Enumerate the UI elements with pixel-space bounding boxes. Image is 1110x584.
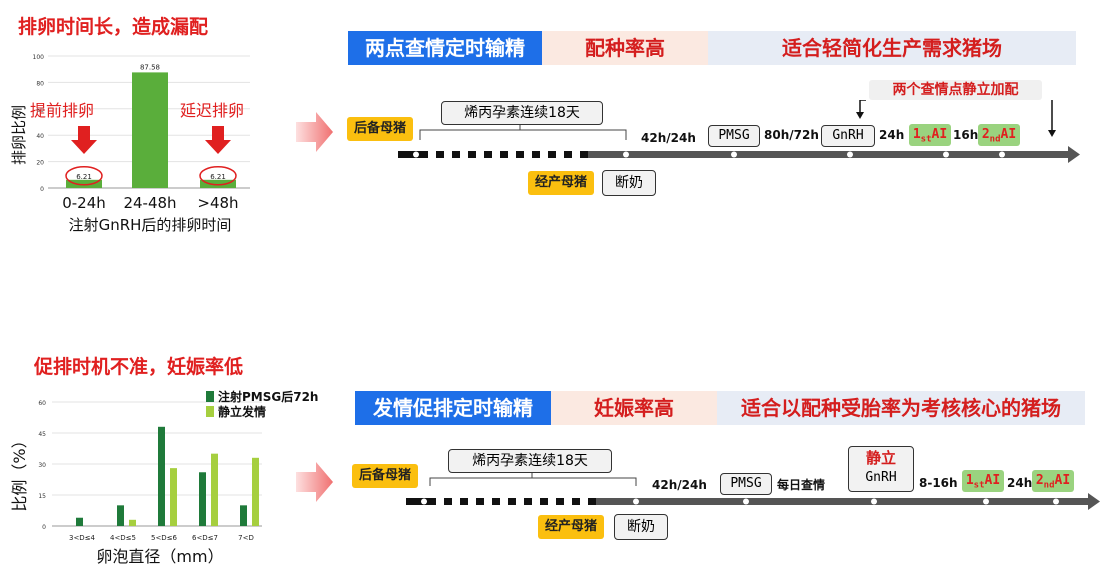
top-protocol-label: 两点查情定时输精 <box>348 31 542 65</box>
top-sow-tag: 经产母猪 <box>528 171 594 195</box>
y-tick-label: 60 <box>38 400 46 407</box>
x-tick-label: 3<D≤4 <box>69 534 96 542</box>
x-tick-label: >48h <box>197 194 238 212</box>
y-tick-label: 20 <box>36 160 44 167</box>
bottom-pmsg-box: PMSG <box>720 473 772 495</box>
top-ovulation-chart: 0 20 40 60 80 100 6.21 0-24h 87.58 24-48h 6.21 >48h… <box>10 54 250 234</box>
highlight-ellipse <box>65 166 103 186</box>
y-tick-label: 40 <box>36 133 44 140</box>
gnrh-label: GnRH <box>865 470 897 485</box>
down-arrow-icon <box>71 126 97 154</box>
top-suitability-label: 适合轻简化生产需求猪场 <box>708 31 1076 65</box>
top-pmsg-box: PMSG <box>708 125 760 147</box>
y-tick-label: 0 <box>40 186 44 193</box>
y-tick-label: 45 <box>38 431 46 438</box>
x-tick-label: 5<D≤6 <box>151 534 178 542</box>
bottom-second-ai-box: 2ndAI <box>1032 470 1074 492</box>
highlight-ellipse <box>199 166 237 186</box>
y-tick-label: 80 <box>36 80 44 87</box>
legend-label: 注射PMSG后72h <box>218 389 318 404</box>
bottom-timeline <box>406 473 1100 510</box>
bar <box>200 179 236 188</box>
right-arrow-icon <box>296 462 333 502</box>
bar <box>129 519 136 526</box>
top-weaning-box: 断奶 <box>602 170 656 196</box>
early-ovulation-label: 提前排卵 <box>30 101 94 120</box>
bottom-interval-3: 8-16h <box>919 476 958 490</box>
legend-swatch <box>206 391 214 402</box>
bottom-altrenogest-box: 烯丙孕素连续18天 <box>448 449 612 473</box>
y-axis-title: 比例（%） <box>10 432 29 511</box>
top-interval-3: 24h <box>879 128 905 142</box>
top-altrenogest-box: 烯丙孕素连续18天 <box>441 101 603 125</box>
bar <box>170 468 177 526</box>
top-section-title: 排卵时间长，造成漏配 <box>18 16 209 38</box>
x-tick-label: 7<D <box>238 534 254 542</box>
bar <box>211 453 218 526</box>
bottom-follicle-chart: 0 15 30 45 60 3<D≤4 4<D≤5 5<D≤6 6<D≤7 7<D 注射PMSG后7… <box>10 389 318 566</box>
top-interval-1: 42h/24h <box>641 131 696 145</box>
top-result-label: 配种率高 <box>542 31 708 65</box>
right-arrow-icon <box>296 112 333 152</box>
bar <box>76 517 83 526</box>
top-first-ai-box: 1stAI <box>909 124 951 146</box>
top-gnrh-box: GnRH <box>821 125 875 147</box>
bar <box>199 472 206 526</box>
bottom-interval-1: 42h/24h <box>652 478 707 492</box>
bottom-section-title: 促排时机不准，妊娠率低 <box>34 356 244 378</box>
y-axis-title: 排卵比例 <box>10 105 28 165</box>
legend-swatch <box>206 406 214 417</box>
top-interval-4: 16h <box>953 128 979 142</box>
down-arrow-icon <box>205 126 231 154</box>
top-gilt-tag: 后备母猪 <box>347 117 413 141</box>
x-axis-title: 注射GnRH后的排卵时间 <box>69 216 232 234</box>
bar <box>66 179 102 188</box>
bar-value-label: 87.58 <box>140 63 160 71</box>
bar <box>240 505 247 526</box>
bottom-suitability-label: 适合以配种受胎率为考核核心的猪场 <box>717 391 1085 425</box>
bar <box>117 505 124 526</box>
x-tick-label: 24-48h <box>123 194 176 212</box>
x-tick-label: 4<D≤5 <box>110 534 136 542</box>
y-tick-label: 30 <box>38 462 46 469</box>
bottom-interval-4: 24h <box>1007 476 1033 490</box>
y-tick-label: 0 <box>42 524 46 531</box>
bar <box>252 457 259 526</box>
y-tick-label: 100 <box>33 54 45 61</box>
bottom-interval-2: 每日查情 <box>777 478 826 492</box>
bottom-sow-tag: 经产母猪 <box>538 515 604 539</box>
top-second-ai-box: 2ndAI <box>978 124 1020 146</box>
x-tick-label: 0-24h <box>62 194 106 212</box>
standing-estrus-label: 静立 <box>865 449 896 467</box>
x-tick-label: 6<D≤7 <box>192 534 218 542</box>
bar-value-label: 6.21 <box>76 173 92 181</box>
late-ovulation-label: 延迟排卵 <box>180 101 244 120</box>
y-tick-label: 15 <box>38 493 46 500</box>
bar <box>132 72 168 188</box>
y-tick-label: 60 <box>36 107 44 114</box>
bottom-result-label: 妊娠率高 <box>551 391 717 425</box>
x-axis-title: 卵泡直径（mm） <box>96 547 223 566</box>
bottom-protocol-label: 发情促排定时输精 <box>355 391 551 425</box>
bottom-first-ai-box: 1stAI <box>962 470 1004 492</box>
bottom-estrus-gnrh-box: 静立 GnRH <box>848 446 914 492</box>
bottom-weaning-box: 断奶 <box>614 514 668 540</box>
top-note-box: 两个查情点静立加配 <box>869 80 1042 100</box>
legend-label: 静立发情 <box>218 404 266 419</box>
top-interval-2: 80h/72h <box>764 128 819 142</box>
bar <box>158 426 165 526</box>
top-timeline <box>398 100 1080 163</box>
bottom-gilt-tag: 后备母猪 <box>352 464 418 488</box>
bar-value-label: 6.21 <box>210 173 226 181</box>
